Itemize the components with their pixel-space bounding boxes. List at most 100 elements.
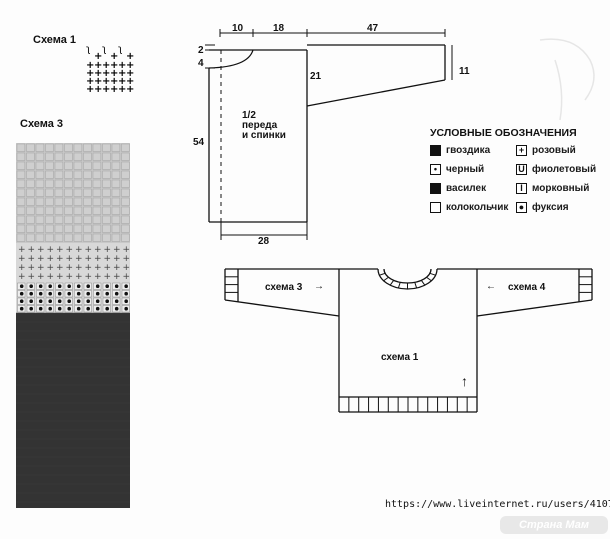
chart-cell	[54, 188, 64, 197]
chart-cell-dot	[105, 291, 109, 296]
legend-label: фиолетовый	[532, 164, 597, 175]
chart-cell-dot	[105, 299, 109, 304]
chart-cell-dot	[29, 284, 33, 289]
chart-cell	[64, 215, 73, 224]
scheme1-plus-symbol: +	[126, 60, 134, 71]
chart-cell	[16, 215, 26, 224]
chart-cell-plus: +	[75, 245, 83, 255]
chart-cell-plus: +	[113, 254, 121, 264]
chart-cell-plus: +	[66, 263, 74, 273]
scheme3-pattern-zone	[16, 243, 130, 313]
chart-cell	[111, 215, 121, 224]
chart-cell-plus: +	[56, 263, 64, 273]
chart-cell	[64, 170, 73, 179]
chart-cell-dot	[114, 291, 119, 296]
scheme1-stitch-symbol: ʅ	[86, 44, 91, 55]
chart-cell	[92, 188, 102, 197]
chart-cell-plus: +	[104, 254, 112, 264]
chart-cell	[35, 215, 45, 224]
chart-cell-plus: +	[123, 272, 131, 282]
scheme1-plus-symbol: +	[102, 60, 110, 71]
chart-cell-dot	[95, 299, 100, 304]
chart-cell	[121, 188, 130, 197]
legend-swatch-icon: +	[516, 145, 527, 156]
chart-cell-dot	[67, 291, 71, 296]
chart-cell	[45, 143, 54, 152]
chart-cell	[111, 197, 121, 206]
chart-cell	[83, 233, 92, 242]
chart-cell	[83, 152, 92, 161]
legend-item: гвоздика	[430, 145, 516, 156]
chart-cell	[64, 224, 73, 233]
chart-cell	[111, 152, 121, 161]
chart-cell-dot	[48, 284, 52, 289]
chart-cell	[92, 224, 102, 233]
arrow-up-icon: ↑	[461, 373, 468, 389]
chart-cell	[102, 152, 111, 161]
chart-cell	[26, 170, 35, 179]
chart-cell-plus: +	[94, 272, 102, 282]
scheme1-plus-symbol: +	[126, 84, 134, 95]
scheme1-plus-symbol: +	[118, 68, 126, 79]
chart-cell	[26, 224, 35, 233]
chart-cell-dot	[76, 306, 81, 311]
chart-cell-dot	[67, 306, 71, 311]
chart-cell	[111, 170, 121, 179]
chart-cell	[102, 224, 111, 233]
dim-sleeve-length: 47	[367, 23, 379, 34]
chart-cell	[73, 215, 83, 224]
chart-cell-plus: +	[113, 245, 121, 255]
chart-cell-dot	[86, 299, 90, 304]
chart-cell	[54, 215, 64, 224]
neck-rib	[379, 272, 386, 276]
scheme1-plus-symbol: +	[94, 76, 102, 87]
scheme1-plus-symbol: +	[94, 51, 102, 62]
chart-cell	[111, 206, 121, 215]
chart-cell	[16, 188, 26, 197]
chart-cell	[45, 215, 54, 224]
legend-swatch-icon: U	[516, 164, 527, 175]
scheme1-plus-symbol: +	[110, 76, 118, 87]
chart-cell	[73, 179, 83, 188]
neck-rib	[397, 282, 401, 289]
scheme1-plus-symbol: +	[86, 84, 94, 95]
left-sleeve-label: схема 3	[265, 282, 303, 293]
chart-cell	[45, 161, 54, 170]
source-url[interactable]: https://www.liveinternet.ru/users/410704…	[385, 499, 610, 510]
neck-rib	[383, 276, 389, 282]
scheme1-plus-symbol: +	[126, 68, 134, 79]
chart-cell-dot	[57, 284, 62, 289]
scheme1-plus-symbol: +	[118, 84, 126, 95]
chart-cell	[73, 143, 83, 152]
chart-cell-dot	[124, 291, 128, 296]
legend-label: фуксия	[532, 202, 569, 213]
scheme1-plus-symbol: +	[102, 68, 110, 79]
chart-cell	[92, 206, 102, 215]
chart-cell	[83, 161, 92, 170]
chart-cell-dot	[29, 291, 33, 296]
chart-cell	[54, 161, 64, 170]
chart-cell-plus: +	[85, 263, 93, 273]
neck-rib	[420, 280, 426, 286]
chart-cell	[111, 143, 121, 152]
chart-cell-dot	[29, 299, 33, 304]
chart-cell-plus: +	[94, 254, 102, 264]
chart-cell-plus: +	[66, 245, 74, 255]
chart-cell	[26, 143, 35, 152]
chart-cell-dot	[95, 291, 100, 296]
chart-cell-dot	[19, 291, 24, 296]
chart-cell	[64, 161, 73, 170]
chart-cell	[26, 152, 35, 161]
chart-cell	[45, 188, 54, 197]
chart-cell-dot	[114, 284, 119, 289]
chart-cell-dot	[114, 306, 119, 311]
arrow-left-icon: ←	[486, 281, 496, 292]
scheme1-plus-symbol: +	[110, 68, 118, 79]
chart-cell	[92, 197, 102, 206]
chart-cell-plus: +	[28, 272, 36, 282]
chart-cell	[16, 152, 26, 161]
chart-cell	[64, 206, 73, 215]
chart-cell	[16, 170, 26, 179]
chart-cell	[16, 206, 26, 215]
neck-rib	[429, 272, 436, 276]
